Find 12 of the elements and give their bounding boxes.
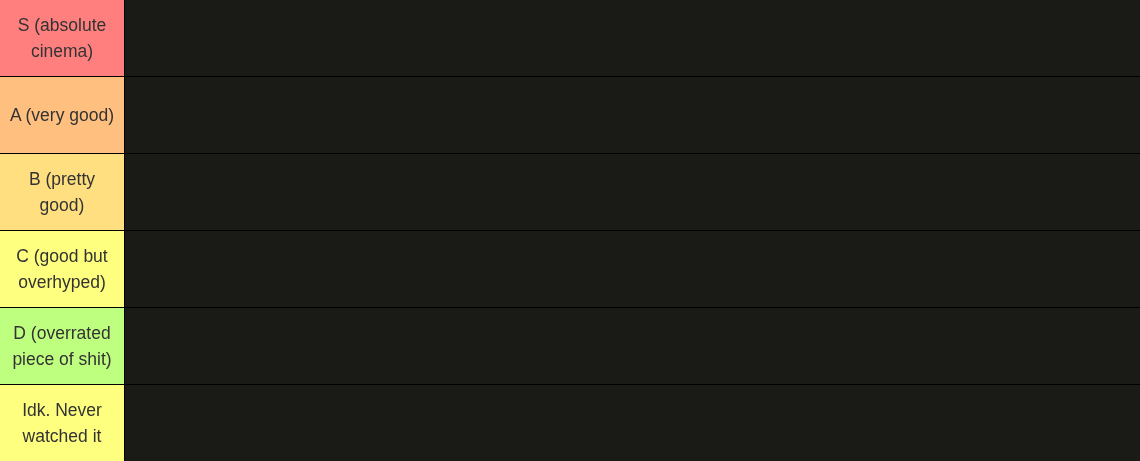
- tier-label-box: [0, 231, 124, 307]
- tier-label-box: [0, 0, 124, 76]
- tier-label: Idk. Never watched it: [21, 399, 103, 448]
- tier-label-box: [0, 154, 124, 230]
- tier-label-box: [0, 308, 124, 384]
- tier-label: S (absolute cinema): [16, 14, 108, 63]
- tier-label: A (very good): [9, 104, 115, 127]
- tier-label: B (pretty good): [27, 168, 97, 217]
- tier-label-box: [0, 77, 124, 153]
- tier-label: D (overrated piece of shit): [11, 322, 113, 371]
- tier-label-box: [0, 385, 124, 461]
- tier-label: C (good but overhyped): [15, 245, 109, 294]
